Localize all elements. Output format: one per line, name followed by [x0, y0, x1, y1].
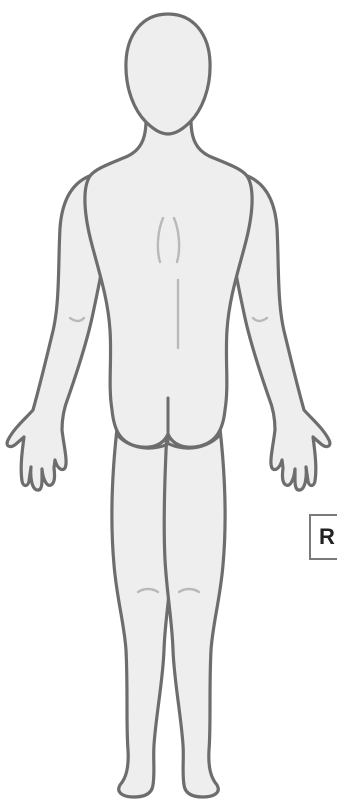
head[interactable] — [126, 14, 210, 134]
side-marker-box: R — [309, 514, 337, 560]
side-marker-label: R — [319, 525, 335, 549]
right-leg[interactable] — [164, 420, 225, 797]
